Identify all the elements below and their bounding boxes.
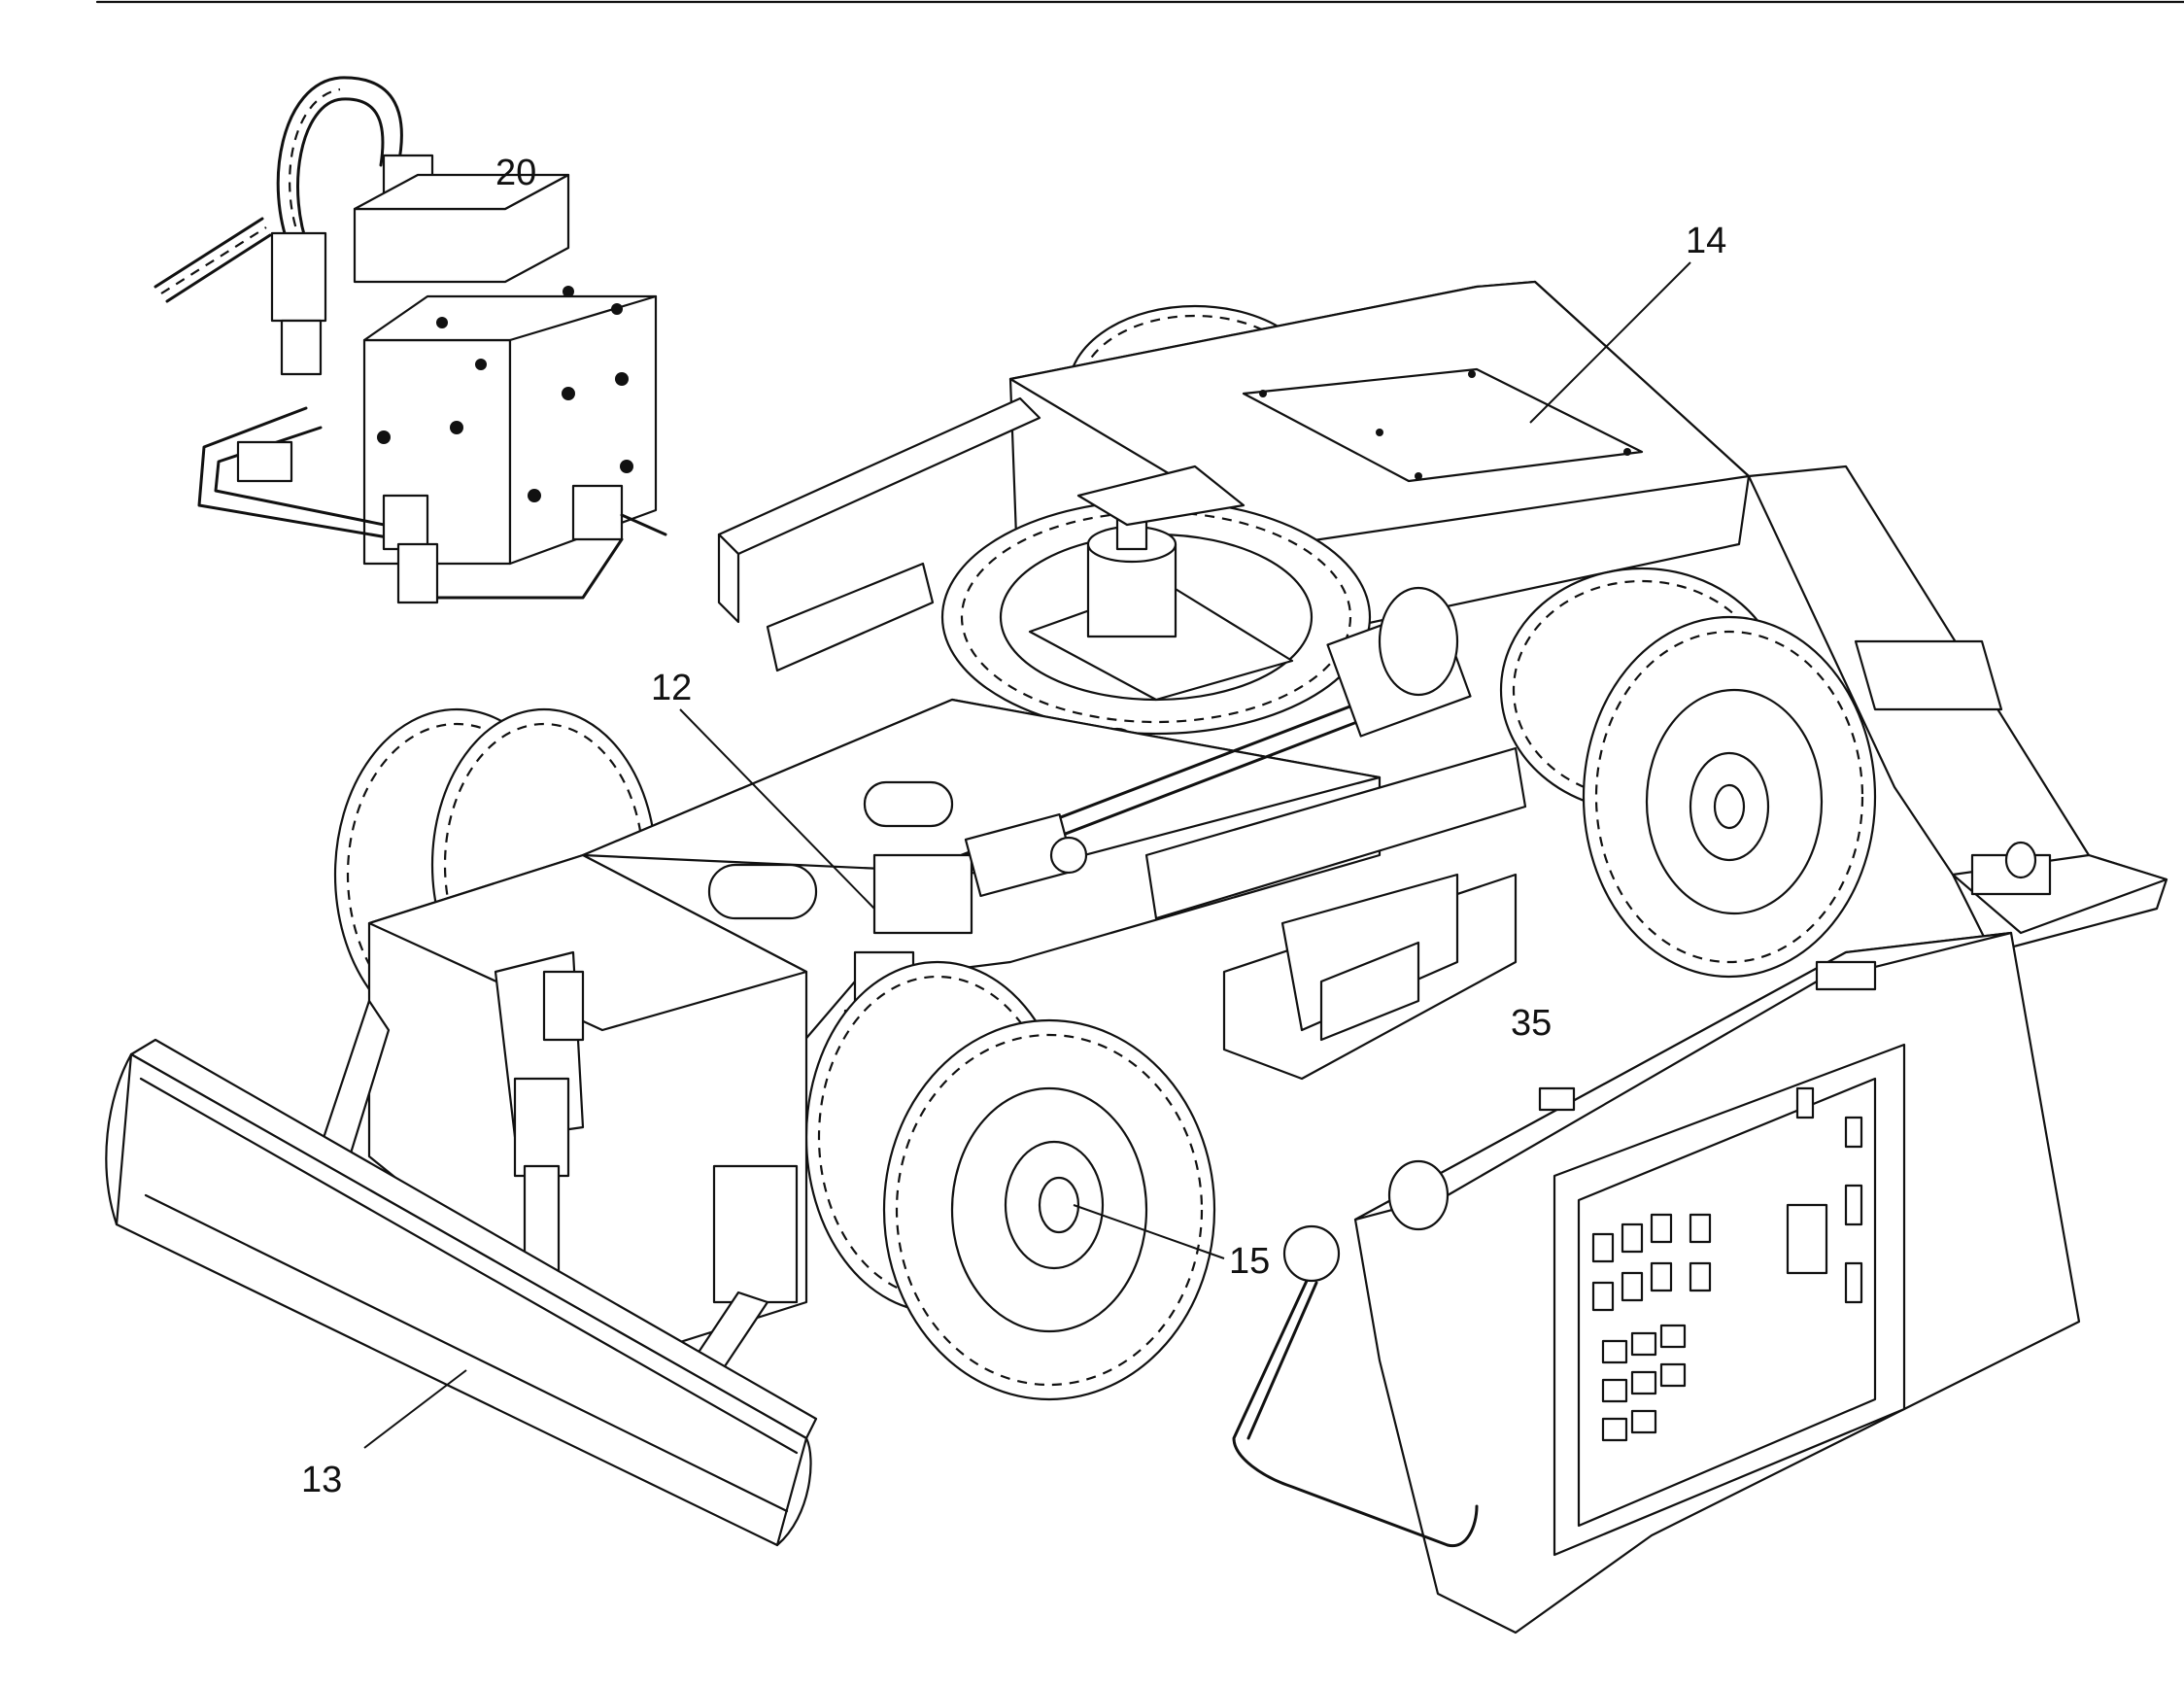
callout-13: 13: [301, 1460, 342, 1500]
callout-35: 35: [1511, 1003, 1552, 1044]
callout-12: 12: [651, 668, 692, 708]
callout-20: 20: [495, 153, 536, 193]
dozer-blade: [105, 1038, 818, 1547]
callout-14: 14: [1686, 221, 1726, 261]
callout-leaders: [363, 261, 1691, 1449]
control-box: [1232, 931, 2081, 1635]
callout-15: 15: [1229, 1241, 1270, 1282]
hydraulic-valve-assembly: [154, 76, 667, 604]
